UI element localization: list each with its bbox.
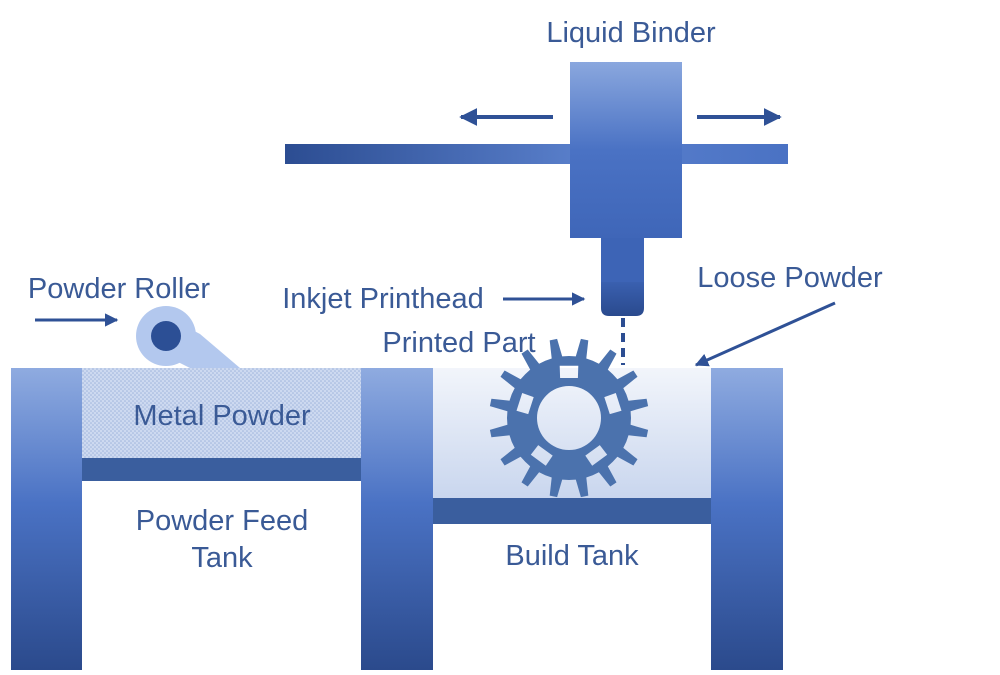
loose-powder-pointer-arrow [694, 301, 836, 367]
printhead-nozzle [601, 282, 644, 316]
printhead-carriage [570, 62, 682, 238]
sprocket-body [489, 338, 649, 498]
powder-feed-tank-label-line1: Powder Feed [136, 505, 309, 537]
sprocket-gear-icon [489, 338, 649, 498]
feed-tank-piston [82, 458, 361, 481]
printhead-neck [601, 238, 644, 282]
right-wall [711, 368, 783, 670]
roller-core [151, 321, 181, 351]
inkjet-printhead-label: Inkjet Printhead [282, 283, 484, 315]
liquid-binder-label: Liquid Binder [546, 17, 716, 49]
powder-roller-label: Powder Roller [28, 273, 210, 305]
gantry-rail [285, 144, 788, 164]
metal-powder-bed [82, 368, 361, 458]
printed-part-label: Printed Part [382, 327, 535, 359]
left-wall [11, 368, 82, 670]
build-tank-label: Build Tank [505, 540, 639, 572]
build-tank-piston [433, 498, 711, 524]
metal-powder-label: Metal Powder [133, 400, 311, 432]
center-wall [361, 368, 433, 670]
loose-powder-label: Loose Powder [697, 262, 883, 294]
powder-roller [136, 306, 240, 368]
powder-feed-tank-label-line2: Tank [191, 542, 253, 574]
